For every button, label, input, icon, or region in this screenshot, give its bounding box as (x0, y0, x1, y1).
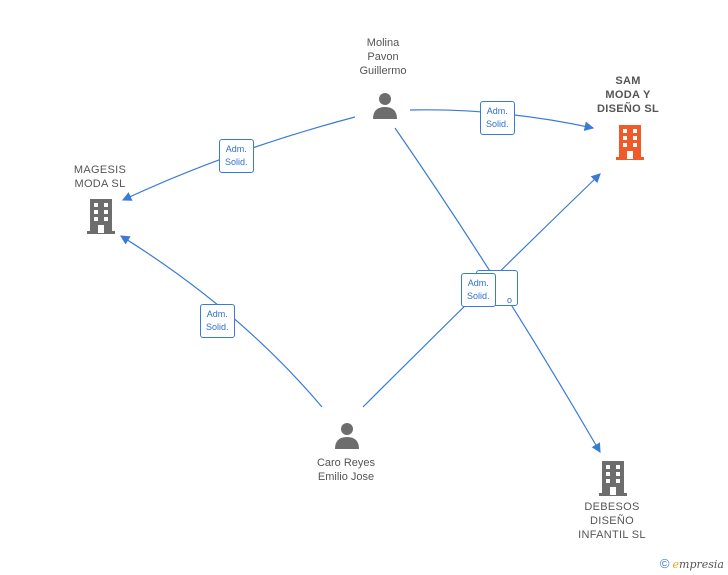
person-icon[interactable] (332, 420, 362, 450)
node-debesos-label: DEBESOS DISEÑO INFANTIL SL (578, 501, 646, 541)
copyright-icon: © (659, 556, 670, 571)
brand-e: e (672, 558, 680, 571)
brand-name: mpresia (679, 558, 724, 571)
building-icon[interactable] (597, 460, 629, 496)
building-icon[interactable] (614, 124, 646, 160)
edge-label-caro-sam[interactable]: Adm. Solid. (461, 273, 496, 307)
person-icon[interactable] (370, 90, 400, 120)
node-caro-label: Caro Reyes Emilio Jose (316, 457, 376, 483)
edge-label-molina-sam[interactable]: Adm. Solid. (480, 101, 515, 135)
node-magesis-label: MAGESIS MODA SL (73, 164, 127, 190)
edge-label-molina-magesis[interactable]: Adm. Solid. (219, 139, 254, 173)
building-icon[interactable] (85, 198, 117, 234)
node-molina-label: Molina Pavon Guillermo (359, 37, 407, 77)
footer-brand: © empresia (660, 556, 724, 571)
node-sam-label: SAM MODA Y DISEÑO SL (597, 75, 659, 115)
edge-label-caro-magesis[interactable]: Adm. Solid. (200, 304, 235, 338)
